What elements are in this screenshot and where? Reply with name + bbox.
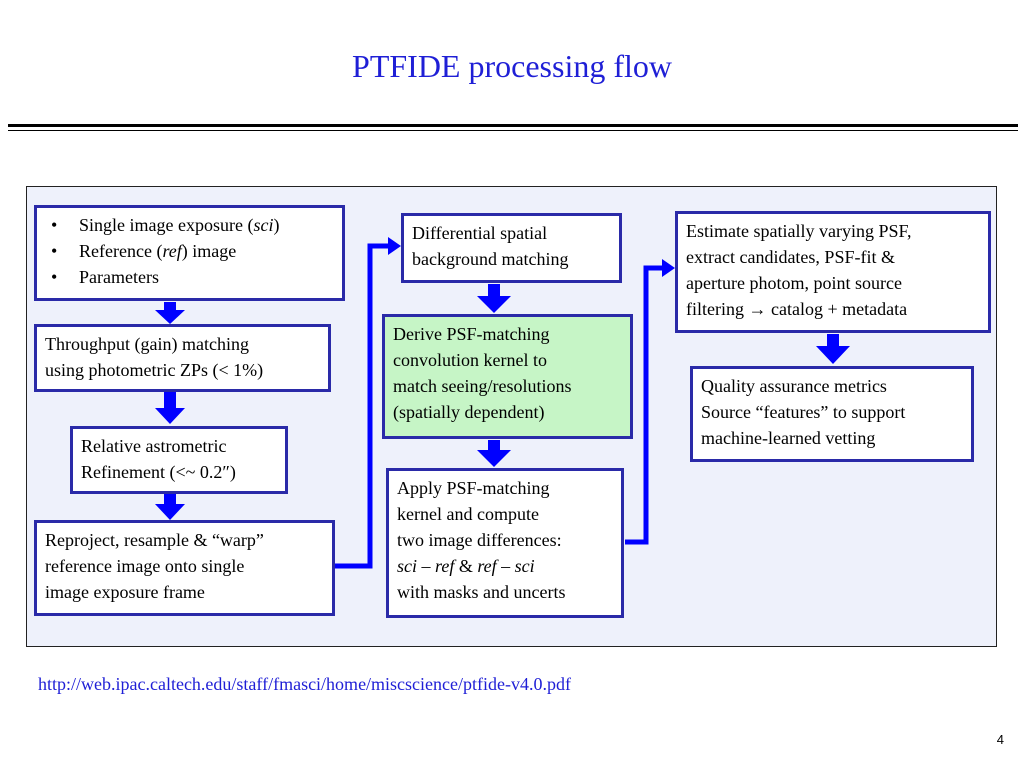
- box-apply-psf-matching: Apply PSF-matching kernel and compute tw…: [386, 468, 624, 618]
- image-differences: sci – ref & ref – sci: [397, 556, 535, 576]
- box-background-matching: Differential spatial background matching: [401, 213, 622, 283]
- title-divider-thick: [8, 124, 1018, 127]
- box-inputs: Single image exposure (sci) Reference (r…: [34, 205, 345, 301]
- input-item-sci: Single image exposure (sci): [45, 212, 334, 238]
- box-throughput-matching: Throughput (gain) matching using photome…: [34, 324, 331, 392]
- input-item-parameters: Parameters: [45, 264, 334, 290]
- title-divider-thin: [8, 130, 1018, 131]
- box-estimate-psf: Estimate spatially varying PSF, extract …: [675, 211, 991, 333]
- box-quality-assurance: Quality assurance metrics Source “featur…: [690, 366, 974, 462]
- input-item-ref: Reference (ref) image: [45, 238, 334, 264]
- reference-link[interactable]: http://web.ipac.caltech.edu/staff/fmasci…: [38, 674, 571, 694]
- page-title: PTFIDE processing flow: [352, 48, 672, 84]
- box-reproject-warp: Reproject, resample & “warp” reference i…: [34, 520, 335, 616]
- page-number: 4: [996, 732, 1004, 747]
- box-astrometric-refinement: Relative astrometric Refinement (<~ 0.2″…: [70, 426, 288, 494]
- box-psf-kernel: Derive PSF-matching convolution kernel t…: [382, 314, 633, 439]
